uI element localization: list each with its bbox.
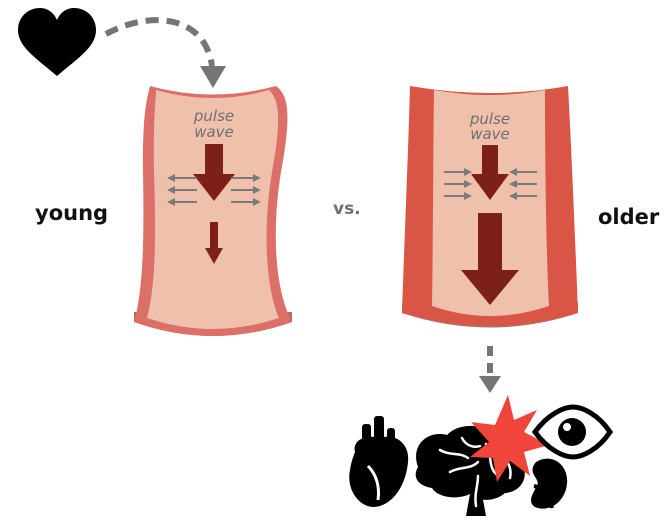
eye-icon — [531, 404, 614, 460]
young-side-arrows — [167, 174, 261, 206]
young-pulse-arrow-large — [193, 144, 235, 201]
anatomical-heart-icon — [349, 416, 409, 507]
young-pulse-label: pulse — [193, 107, 234, 125]
older-label: older — [598, 205, 660, 229]
older-side-arrows — [444, 168, 537, 200]
dashed-curve-arrow — [104, 17, 215, 67]
young-artery — [134, 86, 292, 336]
young-label: young — [35, 201, 109, 225]
vs-label: vs. — [333, 199, 361, 219]
dashed-down-arrowhead — [479, 376, 501, 393]
older-pulse-arrow-medium — [471, 145, 509, 200]
kidney-icon — [531, 458, 568, 509]
heart-icon — [18, 8, 96, 76]
starburst-icon — [470, 395, 549, 482]
young-wave-label: wave — [194, 123, 234, 141]
young-pulse-arrow-small — [205, 222, 223, 264]
dashed-curve-arrowhead — [200, 66, 226, 88]
older-wave-label: wave — [470, 125, 510, 143]
older-artery — [402, 86, 578, 328]
older-pulse-label: pulse — [469, 110, 510, 128]
older-pulse-arrow-large — [461, 213, 519, 305]
